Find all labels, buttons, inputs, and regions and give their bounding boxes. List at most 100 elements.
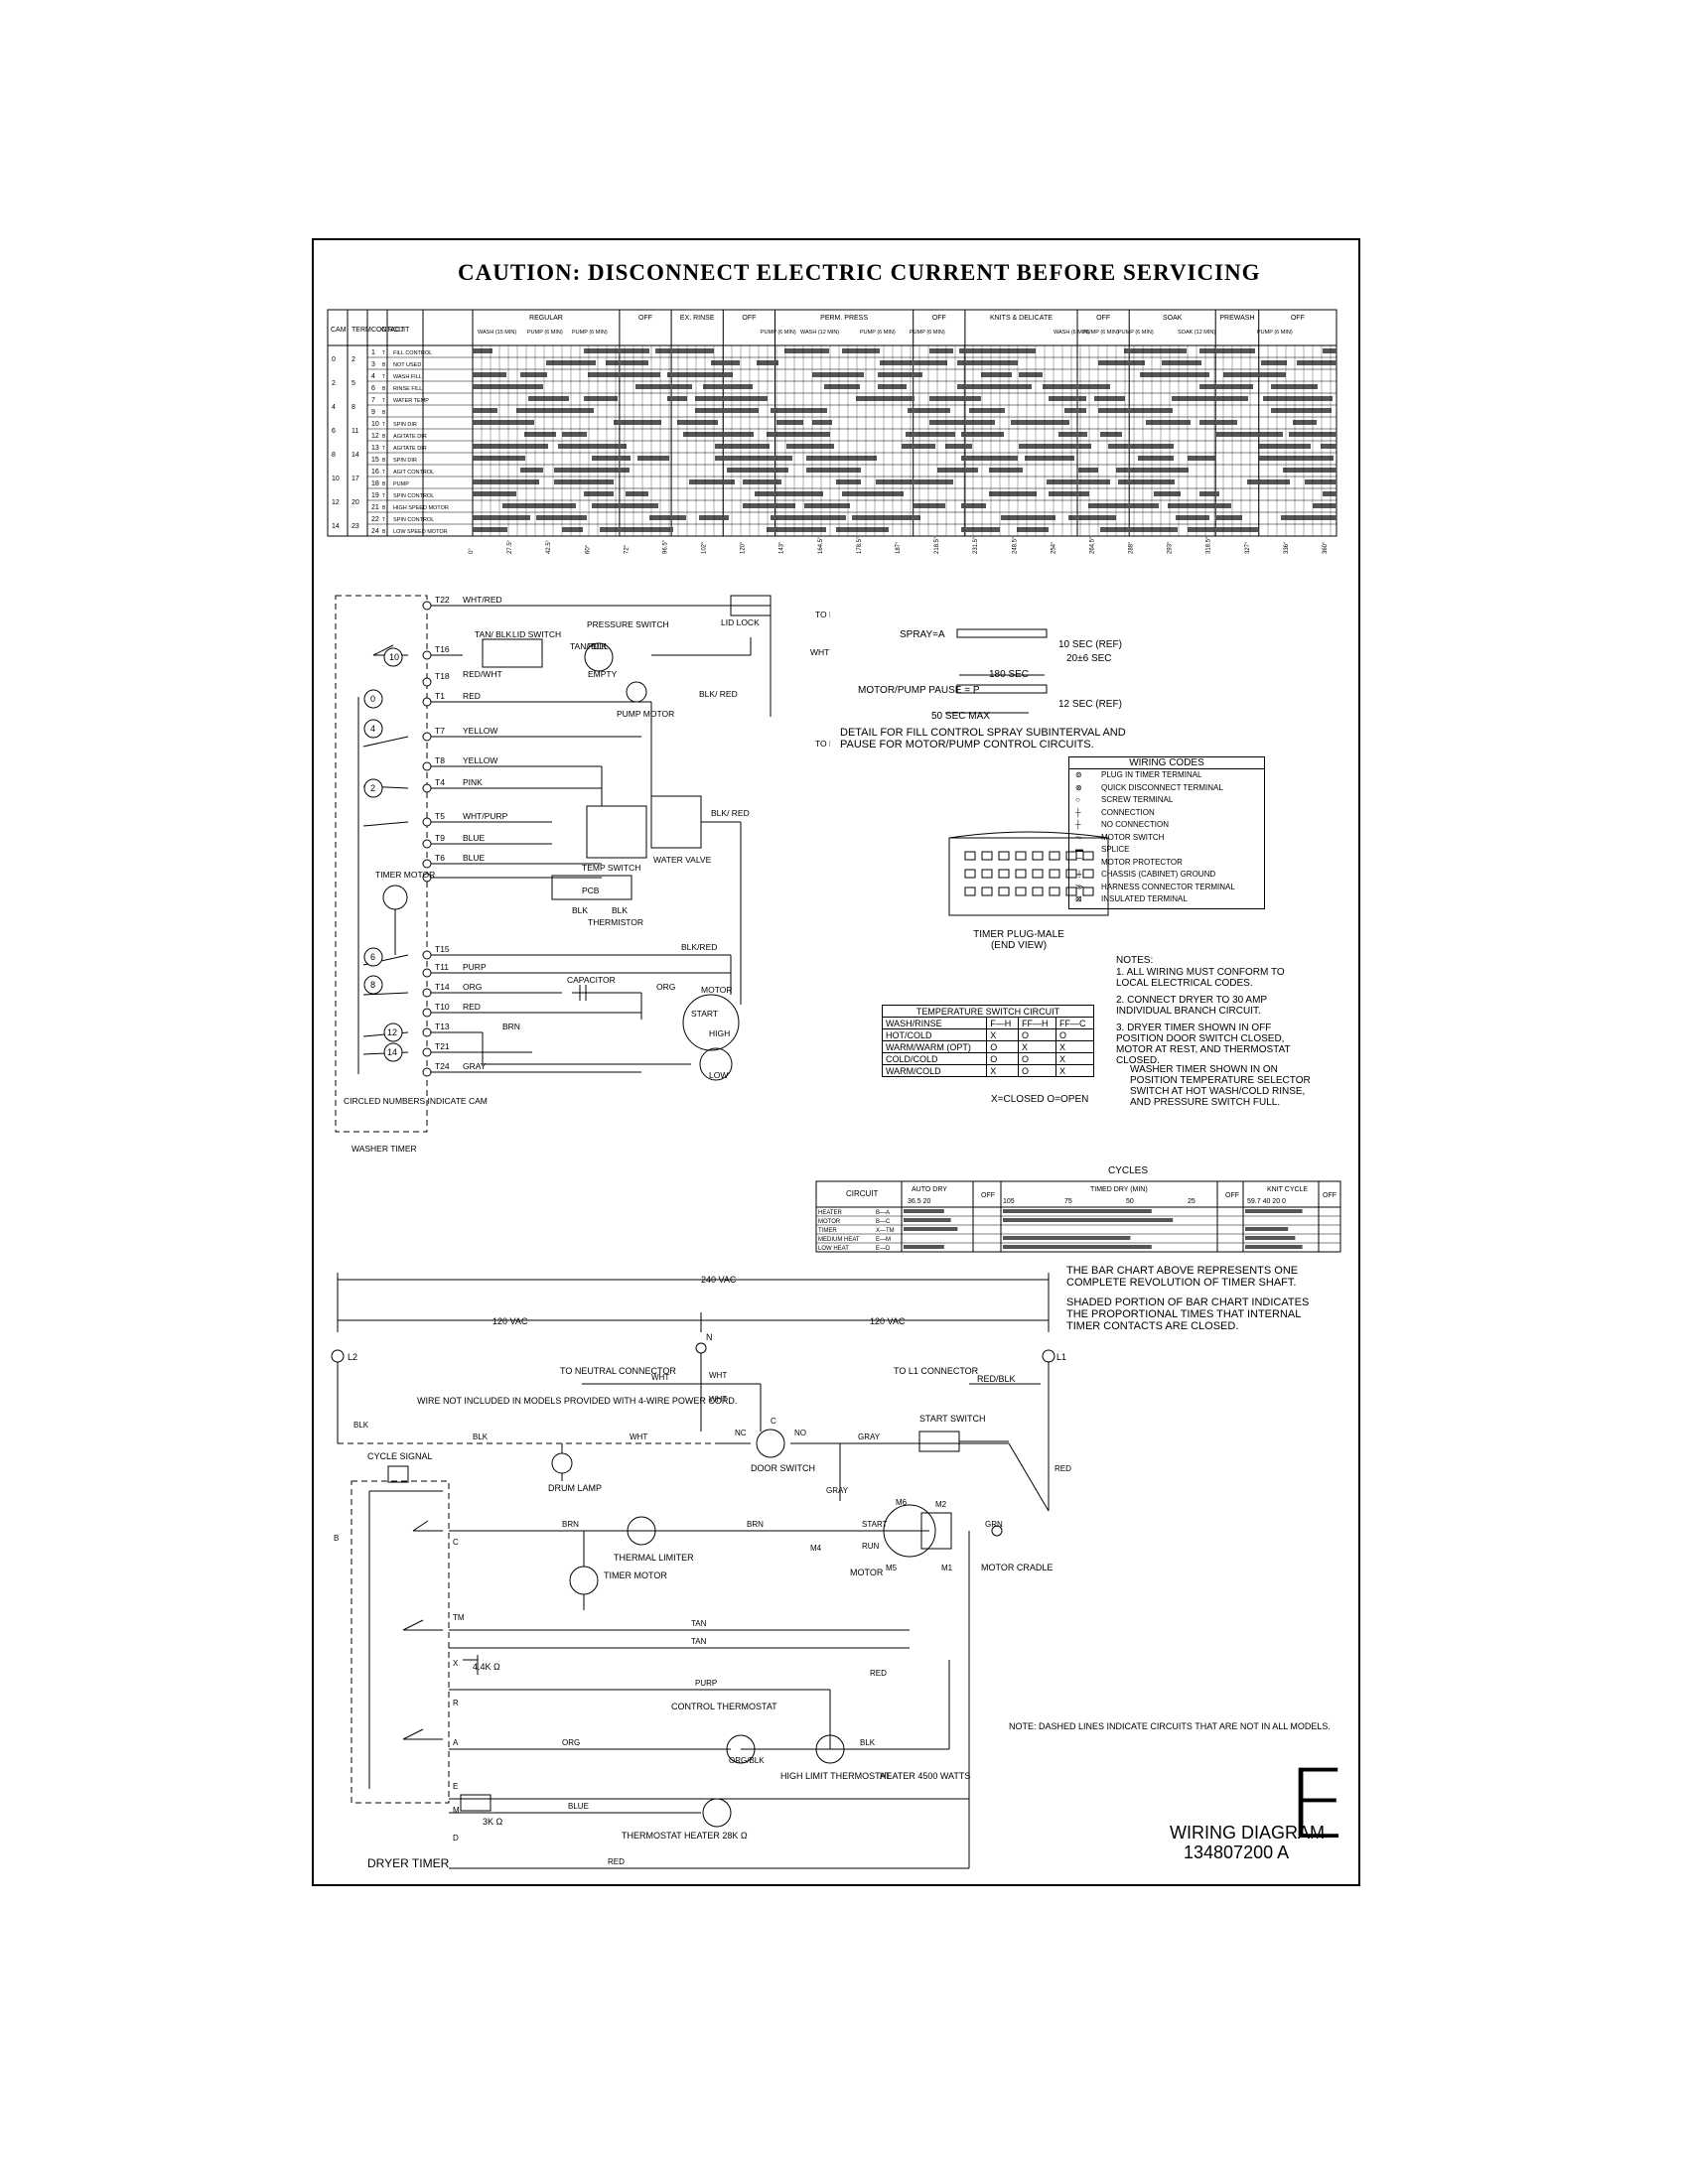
- chart-contact: T: [382, 517, 385, 523]
- chart-shaded-bar: [516, 408, 594, 413]
- chart-shaded-bar: [914, 503, 945, 508]
- chart-shaded-bar: [554, 479, 614, 484]
- wiring-code-item: ┼CONNECTION: [1069, 807, 1264, 820]
- chart-shaded-bar: [908, 408, 950, 413]
- chart-shaded-bar: [824, 384, 860, 389]
- wiring-code-symbol-icon: ⏚: [1075, 870, 1083, 879]
- temp-cell: O: [1018, 1028, 1056, 1041]
- chart-contact: B: [382, 410, 386, 416]
- terminal-label: T15: [435, 944, 450, 954]
- wiring-code-label: MOTOR PROTECTOR: [1101, 857, 1183, 867]
- chart-degree: 187°: [896, 541, 902, 554]
- wire-label: YELLOW: [463, 726, 497, 736]
- chart-contact: T: [382, 374, 385, 380]
- chart-shaded-bar: [1078, 468, 1098, 473]
- n-label: N: [706, 1332, 713, 1342]
- chart-shaded-bar: [767, 432, 830, 437]
- plug-pin: [998, 887, 1010, 896]
- chart-shaded-bar: [1146, 420, 1191, 425]
- cycles-title: CYCLES: [1108, 1165, 1149, 1176]
- chart-pair: 20: [352, 499, 359, 506]
- wire-label: WHT/RED: [463, 595, 502, 605]
- chart-shaded-bar: [1154, 491, 1181, 496]
- temp-cell: X: [1055, 1064, 1094, 1077]
- wire-label: ORG: [463, 982, 482, 992]
- temp-switch-label: TEMP SWITCH: [582, 863, 640, 873]
- temp-table-head: FF—H: [1018, 1017, 1056, 1029]
- chart-shaded-bar: [989, 491, 1037, 496]
- chart-term: 19: [371, 492, 379, 499]
- chart-shaded-bar: [1140, 372, 1209, 377]
- wire-label: PURP: [695, 1679, 717, 1688]
- terminal-label: T6: [435, 853, 445, 863]
- cam-number: 0: [370, 694, 375, 704]
- bar-note-a: THE BAR CHART ABOVE REPRESENTS ONE COMPL…: [1066, 1265, 1299, 1289]
- chart-shaded-bar: [584, 348, 649, 353]
- chart-contact: T: [382, 446, 385, 452]
- door-switch-label: DOOR SWITCH: [751, 1463, 815, 1473]
- chart-term: 7: [371, 397, 375, 404]
- chart-sub-label: PUMP (6 MIN): [761, 330, 796, 336]
- motor-terminal: M2: [935, 1500, 947, 1509]
- chart-col-head: TERM: [352, 327, 371, 334]
- cycles-timed-val: 75: [1064, 1198, 1072, 1205]
- wiring-code-symbol-icon: ⊠: [1075, 894, 1082, 903]
- temperature-switch-table: TEMPERATURE SWITCH CIRCUIT WASH/RINSE F—…: [881, 1005, 1094, 1077]
- chart-shaded-bar: [755, 491, 823, 496]
- chart-group-label: EX. RINSE: [680, 315, 715, 322]
- temp-table-head: FF—C: [1055, 1017, 1094, 1029]
- control-thermostat-label: CONTROL THERMOSTAT: [671, 1702, 777, 1711]
- chart-shaded-bar: [856, 396, 914, 401]
- chart-degree: 72°: [624, 544, 630, 554]
- motor-cradle-label: MOTOR CRADLE: [981, 1563, 1053, 1572]
- cycle-signal-label: CYCLE SIGNAL: [367, 1451, 433, 1461]
- chart-shaded-bar: [929, 348, 953, 353]
- wiring-code-symbol-icon: ▬: [1075, 845, 1083, 854]
- chart-shaded-bar: [1172, 396, 1248, 401]
- timer-plug-label: TIMER PLUG-MALE (END VIEW): [973, 929, 1064, 951]
- chart-shaded-bar: [1043, 384, 1110, 389]
- chart-degree: 178.5°: [857, 536, 863, 554]
- temp-table-head: WASH/RINSE: [881, 1017, 988, 1029]
- motor-winding: RUN: [862, 1542, 880, 1551]
- chart-shaded-bar: [1162, 360, 1201, 365]
- chart-shaded-bar: [1064, 408, 1086, 413]
- wire-label: GRN: [985, 1520, 1003, 1529]
- terminal-label: T4: [435, 777, 445, 787]
- plug-pin: [964, 851, 976, 861]
- note-1: 1. ALL WIRING MUST CONFORM TO LOCAL ELEC…: [1116, 967, 1285, 989]
- pcb-label: PCB: [582, 886, 600, 895]
- temp-cell: WARM/WARM (OPT): [881, 1040, 988, 1053]
- chart-shaded-bar: [981, 372, 1012, 377]
- wire-label: PINK: [463, 777, 483, 787]
- chart-group-label: PREWASH: [1219, 315, 1254, 322]
- cycles-frame: [815, 1180, 1341, 1253]
- chart-shaded-bar: [1271, 384, 1318, 389]
- to-dryer-neutral-label: TO DRYER NEUTRAL CONNECTION: [815, 610, 830, 619]
- wiring-codes-title: WIRING CODES: [1069, 757, 1264, 769]
- v240-label: 240 VAC: [701, 1275, 737, 1285]
- wiring-code-symbol-icon: ┼: [1075, 807, 1081, 817]
- terminal-label: T11: [435, 962, 449, 972]
- chart-group-label: KNITS & DELICATE: [990, 315, 1053, 322]
- chart-circuit: LOW SPEED MOTOR: [393, 529, 448, 535]
- chart-shaded-bar: [592, 456, 631, 461]
- chart-group-label: REGULAR: [529, 315, 563, 322]
- chart-degree: 264.5°: [1089, 536, 1095, 554]
- motor-terminal: M1: [941, 1564, 953, 1572]
- chart-contact: T: [382, 470, 385, 476]
- plug-pin: [1032, 887, 1044, 896]
- chart-shaded-bar: [806, 468, 861, 473]
- lid-switch-label: LID SWITCH: [512, 629, 561, 639]
- chart-shaded-bar: [1188, 456, 1216, 461]
- chart-circuit: RINSE FILL: [393, 386, 422, 392]
- spray-a-label: SPRAY=A: [900, 629, 945, 640]
- chart-pair: 5: [352, 380, 355, 387]
- chart-shaded-bar: [806, 456, 877, 461]
- cycles-timed-val: 25: [1188, 1198, 1196, 1205]
- terminal-label: T18: [435, 671, 450, 681]
- chart-term: 10: [371, 421, 379, 428]
- timer-terminal: D: [453, 1834, 459, 1843]
- chart-shaded-bar: [1199, 420, 1237, 425]
- plug-pin: [1015, 869, 1027, 879]
